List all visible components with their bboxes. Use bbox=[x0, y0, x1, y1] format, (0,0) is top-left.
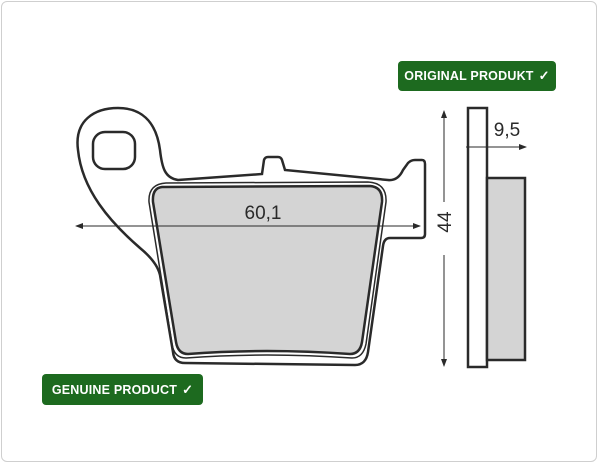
friction-material bbox=[151, 184, 384, 356]
pad-outline bbox=[148, 181, 387, 359]
width-label: 60,1 bbox=[245, 203, 282, 224]
mounting-hole bbox=[91, 130, 137, 171]
check-icon: ✓ bbox=[182, 381, 194, 397]
original-product-badge: ORIGINAL PRODUKT ✓ bbox=[398, 61, 556, 91]
badge-label: GENUINE PRODUCT bbox=[51, 382, 178, 397]
genuine-product-badge: GENUINE PRODUCT ✓ bbox=[42, 374, 203, 405]
badge-label: ORIGINAL PRODUKT bbox=[404, 69, 534, 83]
side-friction-material bbox=[485, 176, 527, 362]
check-icon: ✓ bbox=[538, 68, 550, 83]
thickness-label: 9,5 bbox=[494, 120, 520, 141]
height-label: 44 bbox=[435, 211, 456, 233]
